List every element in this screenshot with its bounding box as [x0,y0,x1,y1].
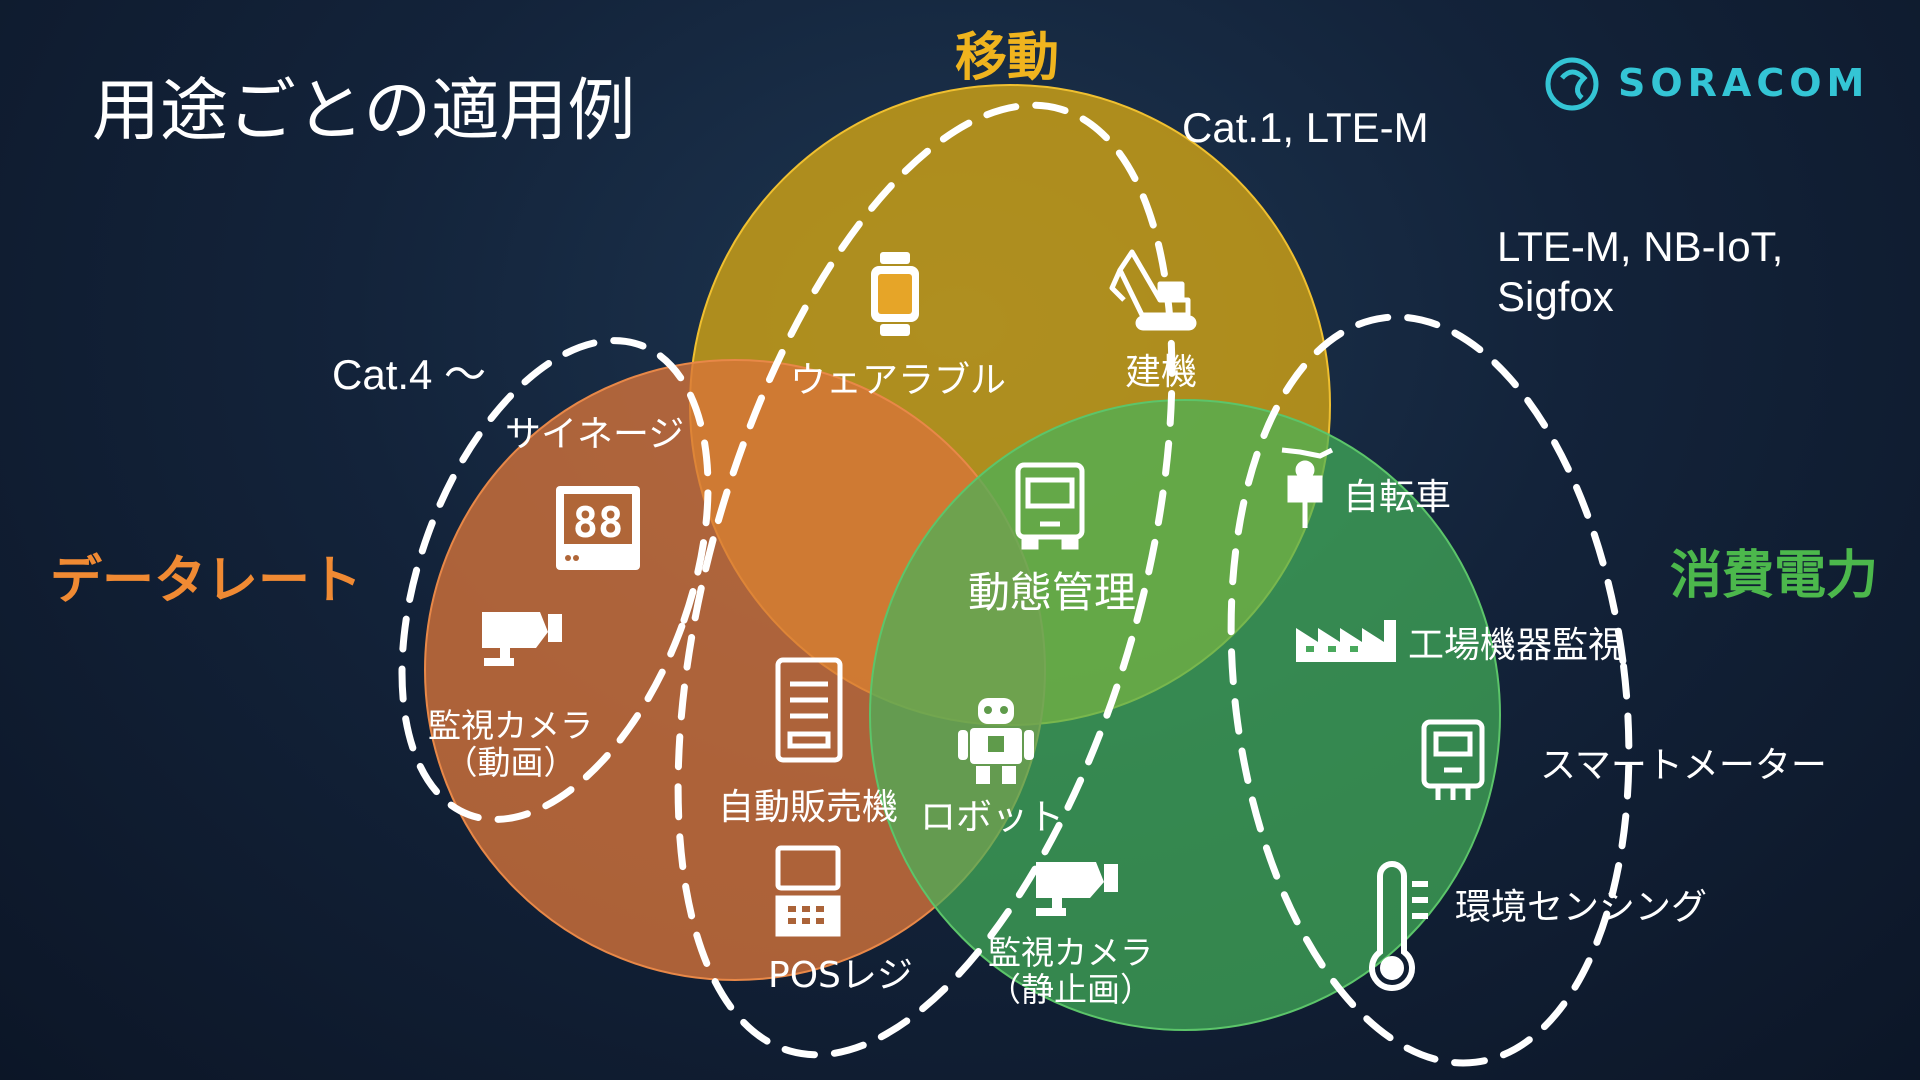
item-smart-meter-label: スマートメーター [1540,745,1827,786]
item-construction-label: 建機 [1125,352,1198,393]
page-title: 用途ごとの適用例 [92,72,636,151]
item-camera-video-line1: 監視カメラ [428,706,593,745]
mobility-label: 移動 [955,28,1060,88]
item-camera-video-label: 監視カメラ （動画） [428,706,593,782]
svg-text:88: 88 [573,498,624,547]
item-wearable-label: ウェアラブル [790,360,1007,401]
robot-icon [958,698,1034,784]
logo-wordmark: SORACOM [1618,61,1870,105]
data-rate-label: データレート [50,551,363,611]
item-fleet-label: 動態管理 [968,568,1137,617]
tech-cat1-ltem: Cat.1, LTE-M [1182,104,1429,151]
item-camera-video-line2: （動画） [444,742,577,782]
factory-icon [1296,620,1396,662]
item-pos-label: POSレジ [768,955,913,996]
power-circle [869,399,1501,1031]
item-camera-still-line2: （静止画） [988,969,1153,1009]
soracom-logo-icon [1545,57,1599,111]
item-robot-label: ロボット [920,797,1065,838]
lte-m-cat1-group [674,101,1176,1059]
tech-lpwa-line1: LTE-M, NB-IoT, [1497,223,1784,270]
item-signage-label: サイネージ [505,414,685,455]
digital-display-icon: 88 [556,486,640,570]
item-factory-label: 工場機器監視 [1408,625,1625,666]
item-camera-still-line1: 監視カメラ [988,933,1153,972]
cat4-group [398,337,712,823]
meter-icon [1421,719,1485,800]
cyclist-icon [1281,447,1334,528]
lpwa-group [1227,313,1633,1067]
item-bicycle-label: 自転車 [1343,477,1452,518]
item-env-sensing-label: 環境センシング [1455,887,1708,928]
tech-cat4: Cat.4 〜 [332,351,487,398]
truck-icon [1015,462,1085,550]
vending-machine-icon [775,657,843,763]
thermometer-icon [1369,861,1428,991]
pos-register-icon [775,845,841,937]
item-camera-still-label: 監視カメラ （静止画） [988,933,1153,1009]
item-vending-label: 自動販売機 [718,787,899,828]
tech-lpwa-line2: Sigfox [1497,273,1614,320]
smartwatch-icon [871,252,919,336]
excavator-icon [1109,249,1197,331]
security-camera-icon [482,612,562,666]
power-label: 消費電力 [1670,546,1879,606]
security-camera-icon [1036,862,1118,916]
